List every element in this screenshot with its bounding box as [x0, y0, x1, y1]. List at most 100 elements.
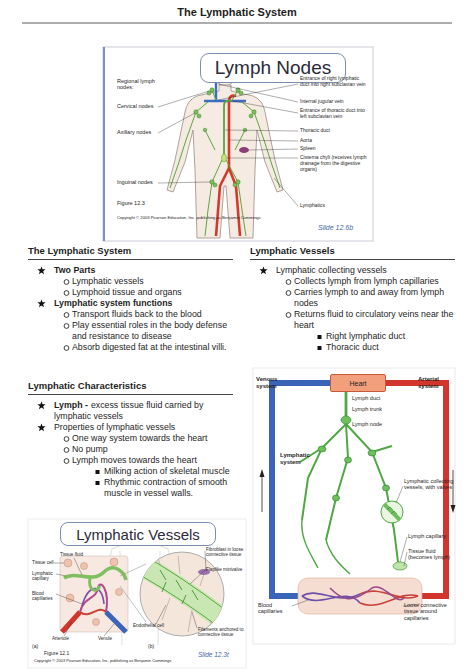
- lymphatic-tree: [300, 392, 398, 574]
- star-bullet: [37, 266, 45, 274]
- lymphatic-capillary: [64, 568, 126, 590]
- bullet-text: Lymph moves towards the heart: [72, 455, 197, 465]
- bullet-text: Carries lymph to and away from lymph nod…: [294, 287, 444, 308]
- figure-label: Venule: [98, 636, 122, 641]
- circle-bullet: [64, 346, 69, 351]
- figure-label: Arteriole: [52, 636, 77, 641]
- tissue-cell: [116, 589, 123, 596]
- star-bullet: [37, 299, 46, 308]
- tissue-panel: [60, 556, 128, 632]
- bullet-item: Transport fluids back to the blood: [28, 309, 233, 320]
- slide-frame: [103, 47, 105, 241]
- lymph-node-cluster: [249, 114, 253, 118]
- figure-label: Blood capillaries: [258, 602, 294, 615]
- figure-label: (b): [148, 644, 160, 650]
- bullet-text: Lymphatic vessels: [72, 276, 144, 286]
- figure-label: Copyright © 2003 Pearson Education, Inc.…: [117, 216, 267, 221]
- circle-bullet: [284, 288, 293, 297]
- lymphatic-capillary: [64, 568, 126, 580]
- bullet-item: No pump: [28, 444, 233, 455]
- figure-label: Cervical nodes: [117, 103, 159, 109]
- lymph-node-cluster: [239, 91, 243, 95]
- lymph-node-cluster: [213, 183, 217, 187]
- bullet-text: Lymphatic collecting vessels: [276, 265, 387, 275]
- circle-bullet: [62, 310, 71, 319]
- valve-zoom: [381, 501, 403, 523]
- tissue-cell: [81, 563, 88, 570]
- figure-label: Fibroblast in loose connective tissue: [206, 547, 244, 558]
- lymphatic-tree: [345, 392, 348, 416]
- bullet-text: Rhythmic contraction of smooth muscle in…: [104, 477, 227, 498]
- figure-label: Thoracic duct: [300, 128, 370, 134]
- lymphatic-tree: [302, 520, 350, 574]
- lymphatic-vessel: [224, 101, 232, 157]
- circle-bullet: [284, 277, 293, 286]
- blood-capillary: [330, 587, 404, 600]
- node-text: Lymphatic Vessels: [76, 526, 200, 543]
- figure-label: Internal jugular vein: [300, 99, 370, 105]
- lymphatic-tree: [300, 424, 398, 562]
- square-bullet: [96, 481, 100, 485]
- lymph-node: [318, 446, 326, 452]
- circle-bullet: [64, 459, 69, 464]
- bullet-text: Lymphoid tissue and organs: [72, 287, 182, 297]
- zoom-detail: [140, 564, 224, 620]
- tissue-cell: [64, 559, 72, 567]
- figure-label: Blood capillaries: [32, 591, 60, 602]
- figure-label: Figure 12.3: [117, 200, 147, 206]
- lymph-node-cluster: [197, 114, 201, 118]
- lymph-node-cluster: [243, 128, 247, 132]
- connective-tissue: [298, 578, 422, 614]
- bullet-text: Transport fluids back to the blood: [72, 309, 202, 319]
- figure-label: Spleen: [300, 146, 370, 152]
- figure-label: Figure 12.1: [44, 651, 84, 657]
- blood-capillary: [80, 610, 106, 615]
- circle-bullet: [64, 448, 69, 453]
- node-text: Heart: [349, 380, 366, 387]
- figure-label: Inguinal nodes: [117, 179, 159, 185]
- bullet-text: Thoracic duct: [326, 342, 379, 352]
- bullet-item: Lymphatic vessels: [28, 276, 233, 287]
- lymph-node: [383, 485, 390, 491]
- circle-bullet: [286, 291, 291, 296]
- circle-bullet: [286, 313, 291, 318]
- figure-label: Regional lymph nodes:: [117, 78, 165, 91]
- tissue-cell: [93, 619, 100, 626]
- slide-frame: [103, 47, 373, 241]
- bullet-item: Lymphatic collecting vessels: [250, 265, 455, 276]
- bullet-text: Returns fluid to circulatory veins near …: [294, 309, 453, 330]
- lymphatic-vessel: [170, 90, 280, 236]
- figure-label: Lymph trunk: [352, 406, 392, 412]
- valve-zoom: [384, 504, 400, 520]
- figure-label: Lymphatics: [300, 203, 370, 209]
- square-bullet: [96, 470, 100, 474]
- star-bullet: [37, 401, 45, 409]
- spleen: [239, 147, 249, 153]
- square-bullet: [315, 343, 324, 352]
- star-bullet: [37, 401, 46, 410]
- figure-label: Copyright © 2003 Pearson Education, Inc.…: [34, 659, 204, 664]
- section-heading: Lymphatic Vessels: [250, 245, 455, 260]
- tissue-cell: [110, 558, 118, 566]
- bullet-item: Play essential roles in the body defense…: [28, 320, 233, 342]
- bullet-text: Lymphatic system functions: [54, 298, 172, 308]
- figure-label: (a): [32, 644, 44, 650]
- bullet-item: Lymphatic system functions: [28, 298, 233, 309]
- figure-label: Lymphatic capillary: [32, 571, 60, 582]
- circle-bullet: [62, 445, 71, 454]
- lymph-node: [345, 457, 352, 463]
- bullet-item: Lymphoid tissue and organs: [28, 287, 233, 298]
- zoom-detail: [140, 553, 224, 631]
- figure-label: Tissue fluid (becomes lymph): [408, 548, 454, 561]
- lymph-node: [341, 416, 351, 424]
- slide-number: Slide 12.3t: [198, 651, 242, 658]
- circle-bullet: [62, 434, 71, 443]
- circle-bullet: [62, 321, 71, 330]
- square-bullet: [93, 478, 102, 487]
- zoom-detail: [140, 548, 224, 636]
- lymph-node: [368, 450, 376, 456]
- square-bullet: [318, 335, 322, 339]
- bullet-item: Thoracic duct: [250, 342, 455, 353]
- figure-label: Arterial system: [418, 376, 452, 390]
- leader-line: [218, 84, 298, 206]
